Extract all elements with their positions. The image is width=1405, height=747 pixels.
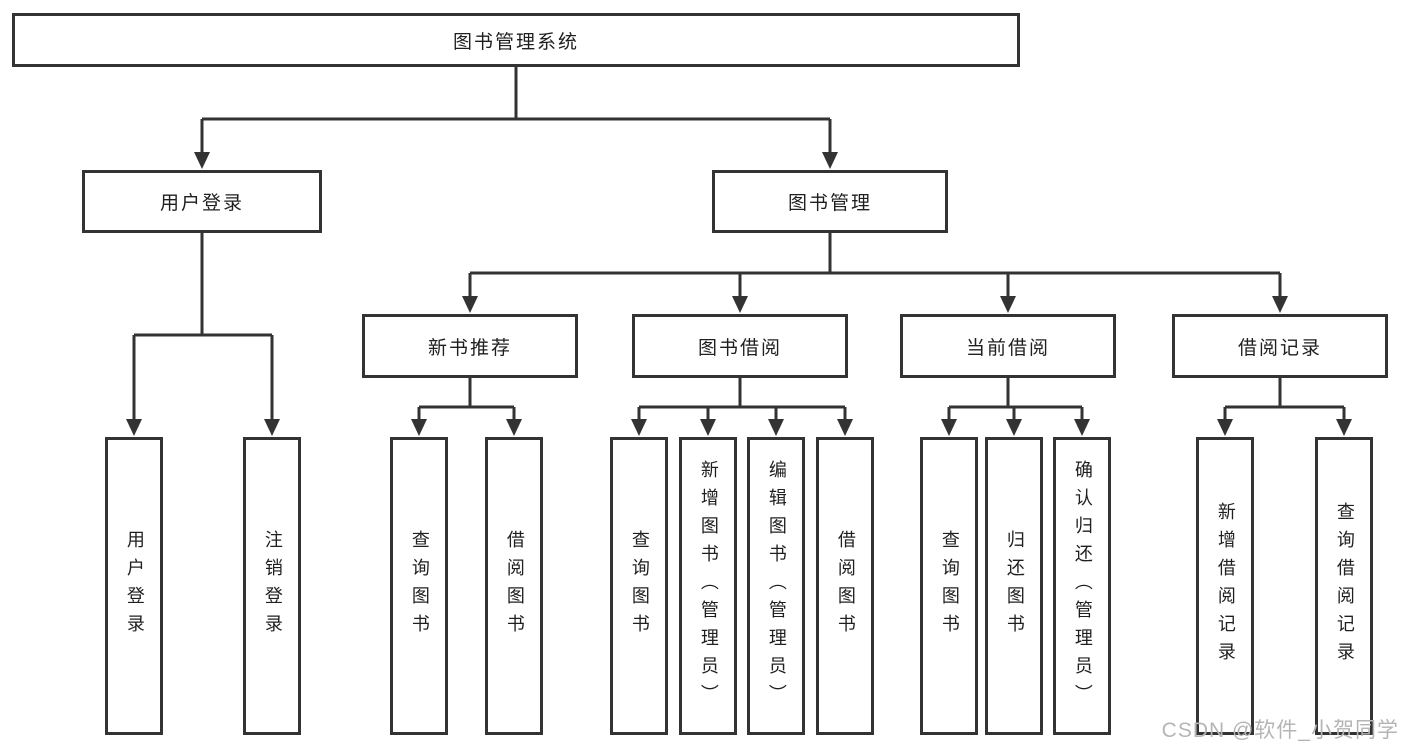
arrowhead-icon [1272,296,1288,313]
csdn-watermark: CSDN @软件_小贺同学 [1161,719,1399,742]
leaf-confirm-return-admin: 确认归还（管理员） [1053,437,1111,735]
node-label: 图书管理 [787,193,872,214]
leaf-borrow-book: 借阅图书 [816,437,874,735]
node-label: 借阅记录 [1237,337,1322,359]
node-book-borrow: 图书借阅 [632,314,848,378]
arrowhead-icon [837,419,853,436]
connector-current-borrow-branch [941,378,1090,436]
node-label: 图书借阅 [697,337,782,359]
arrowhead-icon [126,419,142,436]
leaf-add-book-admin: 新增图书（管理员） [679,437,737,735]
arrowhead-icon [462,296,478,313]
node-borrow-records: 借阅记录 [1172,314,1388,378]
arrowhead-icon [1217,419,1233,436]
node-label: 新增借阅记录 [1215,502,1236,670]
leaf-logout: 注销登录 [243,437,301,735]
node-label: 新增图书（管理员） [698,460,719,712]
node-label: 查询借阅记录 [1334,502,1355,670]
leaf-user-login: 用户登录 [105,437,163,735]
arrowhead-icon [1336,419,1352,436]
arrowhead-icon [941,419,957,436]
arrowhead-icon [768,419,784,436]
node-label: 新书推荐 [427,337,512,359]
node-label: 图书管理系统 [452,31,579,53]
node-label: 注销登录 [262,530,283,642]
arrowhead-icon [1000,296,1016,313]
node-label: 借阅图书 [504,530,525,642]
node-book-management: 图书管理 [712,170,948,233]
leaf-query-book-current: 查询图书 [920,437,978,735]
node-label: 借阅图书 [835,530,856,642]
node-label: 编辑图书（管理员） [766,460,787,712]
arrowhead-icon [822,152,838,169]
arrowhead-icon [700,419,716,436]
leaf-edit-book-admin: 编辑图书（管理员） [747,437,805,735]
connector-root-branch [194,67,838,169]
node-current-borrow: 当前借阅 [900,314,1116,378]
connector-user-login-branch [126,233,280,436]
node-new-book-recommend: 新书推荐 [362,314,578,378]
node-library-system: 图书管理系统 [12,13,1020,67]
node-label: 确认归还（管理员） [1072,460,1093,712]
leaf-borrow-book-recommend: 借阅图书 [485,437,543,735]
arrowhead-icon [732,296,748,313]
node-label: 查询图书 [939,530,960,642]
node-label: 查询图书 [629,530,650,642]
node-label: 归还图书 [1004,530,1025,642]
arrowhead-icon [411,419,427,436]
connector-book-management-branch [462,233,1288,313]
leaf-query-book-borrow: 查询图书 [610,437,668,735]
arrowhead-icon [1074,419,1090,436]
node-label: 当前借阅 [965,337,1050,359]
node-label: 用户登录 [159,193,244,214]
leaf-return-book: 归还图书 [985,437,1043,735]
arrowhead-icon [506,419,522,436]
arrowhead-icon [631,419,647,436]
connector-borrow-record-branch [1217,378,1352,436]
connector-new-book-branch [411,378,522,436]
node-label: 查询图书 [409,530,430,642]
arrowhead-icon [264,419,280,436]
leaf-query-borrow-record: 查询借阅记录 [1315,437,1373,735]
node-user-login: 用户登录 [82,170,322,233]
node-label: 用户登录 [124,530,145,642]
leaf-query-book-recommend: 查询图书 [390,437,448,735]
arrowhead-icon [194,152,210,169]
arrowhead-icon [1006,419,1022,436]
leaf-add-borrow-record: 新增借阅记录 [1196,437,1254,735]
connector-book-borrow-branch [631,378,853,436]
